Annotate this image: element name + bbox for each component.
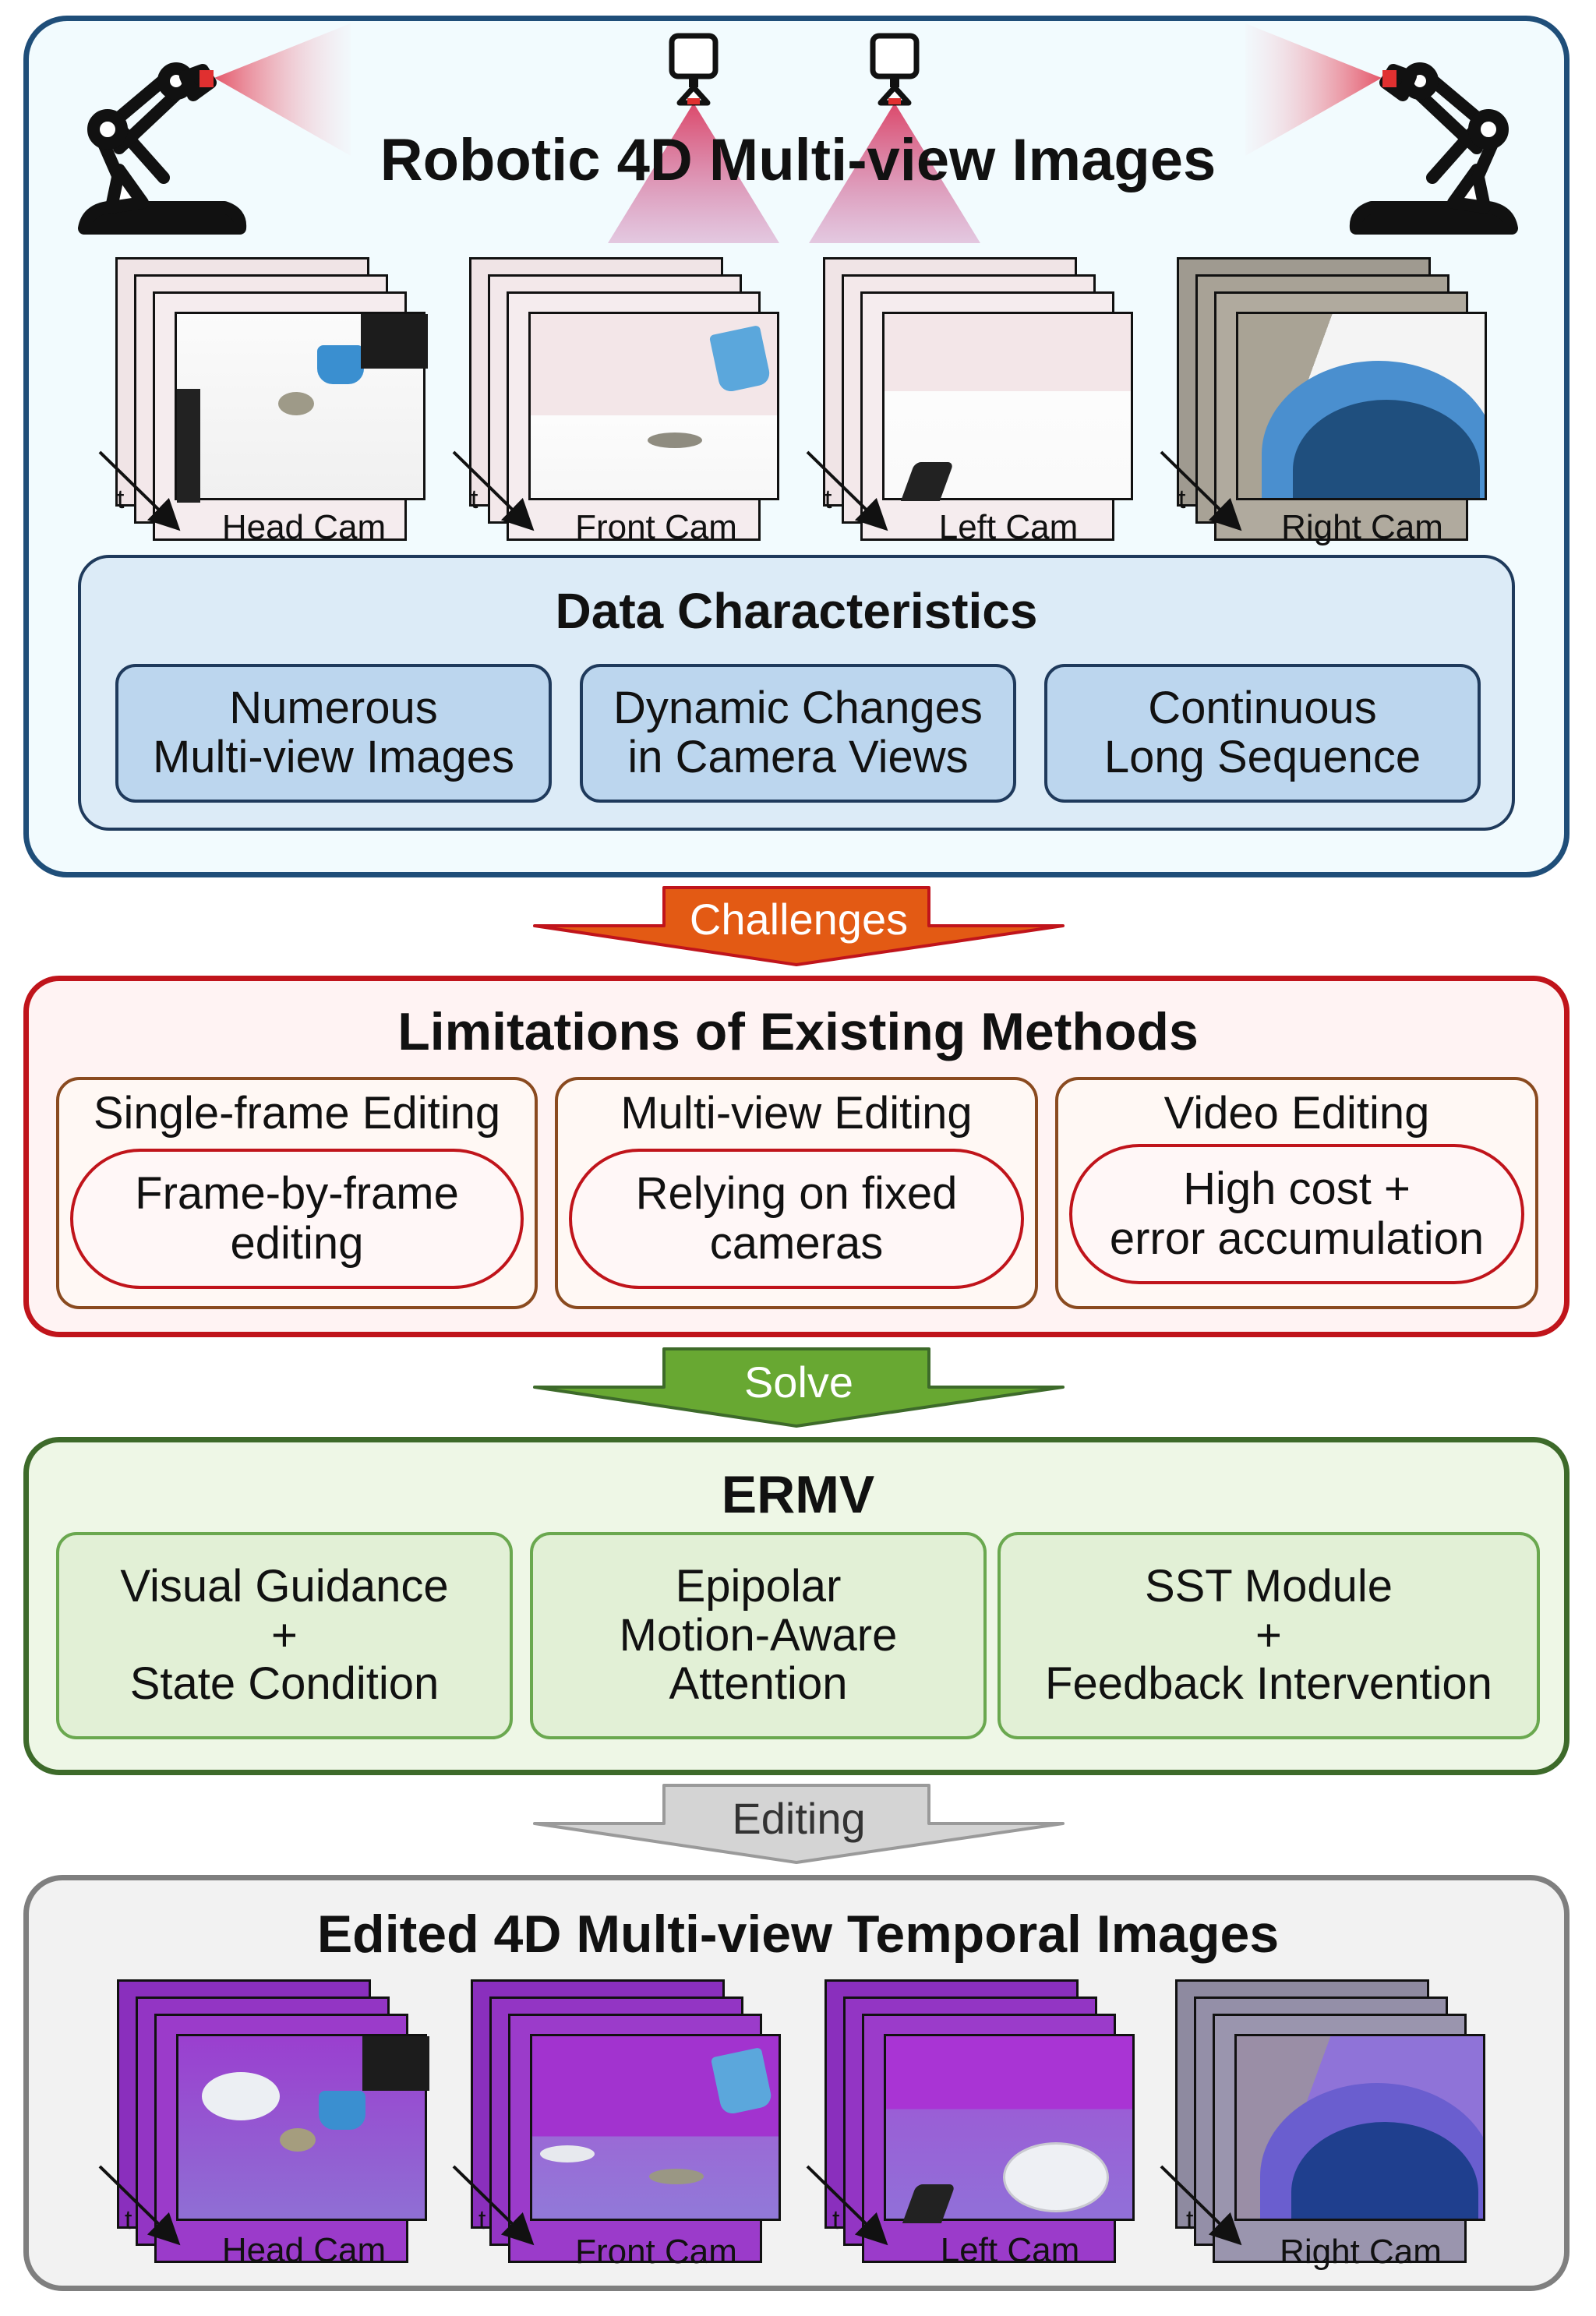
- head-cam-cone: [214, 23, 351, 156]
- time-label: t: [832, 2205, 840, 2235]
- multi-view-editing-label: Multi-view Editing: [620, 1088, 973, 1139]
- edited-front-cam-label: Front Cam: [575, 2233, 737, 2271]
- edited-right-cam-image: [1234, 2034, 1485, 2221]
- left-cam-image: [882, 312, 1133, 501]
- left-cam-cone: [809, 103, 980, 243]
- solve-arrow-label: Solve: [743, 1357, 854, 1407]
- edited-head-cam-label: Head Cam: [221, 2231, 387, 2269]
- time-arrow-icon: [1160, 2165, 1242, 2246]
- high-cost-issue: High cost + error accumulation: [1069, 1144, 1524, 1284]
- ermv-title: ERMV: [721, 1465, 875, 1524]
- fixed-cameras-issue: Relying on fixed cameras: [569, 1149, 1024, 1289]
- edited-front-cam-stack: [471, 1979, 798, 2263]
- edited-left-cam-stack: [824, 1979, 1152, 2263]
- edited-left-cam-image: [884, 2034, 1135, 2223]
- front-cam-image: [528, 312, 779, 500]
- edited-head-cam-stack: [117, 1979, 444, 2263]
- time-label: t: [1186, 2205, 1194, 2235]
- time-arrow-icon: [98, 450, 181, 531]
- characteristic-item: Dynamic Changes in Camera Views: [580, 664, 1016, 803]
- right-cam-cone: [1245, 23, 1382, 156]
- front-cam-stack: [469, 257, 796, 541]
- edited-front-cam-image: [530, 2034, 781, 2221]
- right-cam-image: [1236, 312, 1487, 500]
- time-arrow-icon: [1160, 450, 1242, 531]
- left-cam-stack: [823, 257, 1150, 541]
- head-cam-label: Head Cam: [221, 508, 387, 546]
- time-label: t: [117, 485, 125, 514]
- single-frame-editing-label: Single-frame Editing: [93, 1088, 501, 1139]
- challenges-arrow-label: Challenges: [689, 895, 909, 944]
- challenges-arrow: [533, 886, 1065, 966]
- edited-right-cam-stack: [1175, 1979, 1502, 2263]
- characteristic-item: Continuous Long Sequence: [1044, 664, 1481, 803]
- time-arrow-icon: [806, 450, 888, 531]
- time-label: t: [125, 2205, 132, 2235]
- camera-icon: [870, 33, 920, 106]
- edited-right-cam-label: Right Cam: [1280, 2233, 1442, 2271]
- edited-images-title: Edited 4D Multi-view Temporal Images: [316, 1905, 1280, 1964]
- time-label: t: [478, 2205, 486, 2235]
- characteristic-item: Numerous Multi-view Images: [115, 664, 552, 803]
- video-editing-label: Video Editing: [1163, 1088, 1430, 1139]
- robot-arm-left-icon: [78, 62, 247, 235]
- solve-arrow: [533, 1347, 1065, 1428]
- robot-arm-right-icon: [1349, 62, 1518, 235]
- time-label: t: [471, 485, 478, 514]
- right-cam-stack: [1177, 257, 1504, 541]
- head-cam-stack: [115, 257, 443, 541]
- editing-arrow: [533, 1784, 1065, 1864]
- front-cam-label: Front Cam: [575, 508, 737, 546]
- time-arrow-icon: [452, 2165, 535, 2246]
- edited-left-cam-label: Left Cam: [940, 2231, 1080, 2269]
- limitations-title: Limitations of Existing Methods: [397, 1002, 1199, 1061]
- data-characteristics-title: Data Characteristics: [555, 583, 1038, 639]
- editing-arrow-label: Editing: [732, 1794, 866, 1843]
- camera-icon: [669, 33, 719, 106]
- time-arrow-icon: [806, 2165, 888, 2246]
- head-cam-image: [175, 312, 428, 503]
- right-cam-label: Right Cam: [1281, 508, 1443, 546]
- time-label: t: [1178, 485, 1186, 514]
- time-label: t: [824, 485, 832, 514]
- edited-head-cam-image: [176, 2034, 429, 2221]
- ermv-item: SST Module + Feedback Intervention: [998, 1532, 1540, 1739]
- robotic-images-title: Robotic 4D Multi-view Images: [380, 127, 1216, 193]
- time-arrow-icon: [452, 450, 535, 531]
- frame-by-frame-issue: Frame-by-frame editing: [70, 1149, 524, 1289]
- time-arrow-icon: [98, 2165, 181, 2246]
- camera-light-cones: [214, 23, 1382, 243]
- ermv-item: Epipolar Motion-Aware Attention: [530, 1532, 987, 1739]
- ermv-item: Visual Guidance + State Condition: [56, 1532, 513, 1739]
- left-cam-label: Left Cam: [938, 508, 1079, 546]
- front-cam-cone: [608, 103, 779, 243]
